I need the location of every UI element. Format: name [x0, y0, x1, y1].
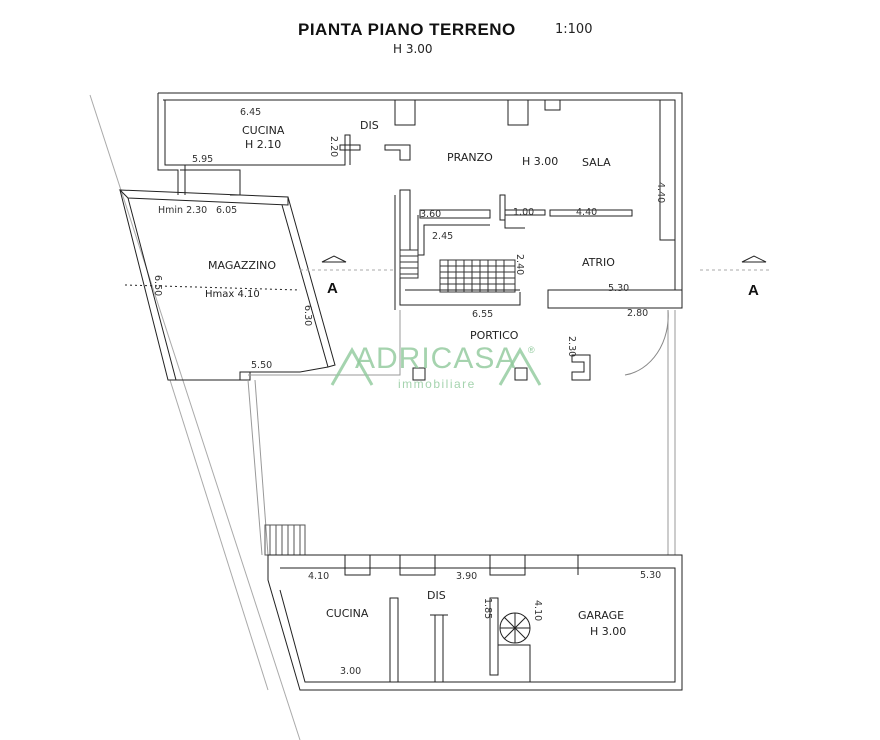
bottom-building-wall: [344, 555, 371, 576]
magazzino-wall: [281, 196, 336, 368]
main-building-outer-wall: [399, 278, 521, 306]
room-label-dis-bottom: DIS: [427, 589, 446, 602]
room-height-garage: H 3.00: [590, 625, 627, 638]
portico-outline: [248, 310, 401, 376]
plan-title: PIANTA PIANO TERRENO: [298, 20, 516, 39]
pranzo-wall: [399, 189, 411, 251]
dimension-label: 2.20: [328, 136, 339, 158]
watermark-brand: ADRICASA: [355, 342, 517, 375]
main-staircase: [399, 249, 516, 293]
plan-height: H 3.00: [393, 42, 433, 56]
dimension-label: 6.55: [472, 309, 494, 320]
dimension-label: 2.80: [627, 308, 649, 319]
cucina-wall: [180, 169, 241, 196]
dimension-label: 3.00: [340, 666, 362, 677]
room-height-magazzino-max: Hmax 4.10: [205, 289, 260, 300]
watermark-logo-icon: [330, 346, 542, 386]
magazzino-section-line: [124, 284, 301, 291]
room-label-garage: GARAGE: [578, 609, 625, 622]
dimension-label: 6.05: [216, 205, 238, 216]
bottom-building-wall: [489, 555, 526, 576]
portico-arc: [624, 309, 669, 376]
room-label-cucina: CUCINA: [242, 124, 285, 137]
bottom-building-outer-wall: [279, 567, 676, 683]
room-label-dis: DIS: [360, 119, 379, 132]
dimension-label: 6.45: [240, 107, 262, 118]
dimension-label: 5.30: [608, 283, 630, 294]
spiral-staircase: [499, 612, 531, 644]
dimension-label: 5.95: [192, 154, 214, 165]
room-label-sala: SALA: [582, 156, 611, 169]
dimension-label: 4.10: [532, 600, 543, 622]
main-building-outer-wall: [157, 93, 179, 195]
site-boundary-line: [169, 379, 269, 691]
bottom-building-wall: [434, 614, 444, 683]
dimension-label: 5.30: [640, 570, 662, 581]
portico-column: [514, 367, 528, 381]
room-label-cucina-bottom: CUCINA: [326, 607, 369, 620]
room-height-magazzino-min: Hmin 2.30: [158, 205, 208, 216]
atrio-wall: [499, 194, 506, 221]
section-line-right: [700, 255, 770, 271]
bottom-building-wall: [498, 644, 531, 682]
room-label-pranzo: PRANZO: [447, 151, 493, 164]
section-mark-right: A: [748, 282, 759, 299]
room-label-atrio: ATRIO: [582, 256, 615, 269]
dimension-label: 5.50: [251, 360, 273, 371]
portico-column: [571, 354, 591, 381]
portico-outline: [247, 379, 263, 556]
cucina-wall: [384, 144, 411, 161]
atrio-wall: [504, 216, 525, 229]
magazzino-wall: [239, 372, 251, 381]
pranzo-wall: [417, 215, 490, 256]
bottom-building-outer-wall: [267, 554, 683, 691]
portico-column: [412, 367, 426, 381]
room-label-portico: PORTICO: [470, 329, 519, 342]
pranzo-wall: [507, 100, 529, 126]
magazzino-wall: [119, 189, 177, 381]
watermark-sub: immobiliare: [398, 377, 476, 391]
magazzino-wall: [118, 189, 289, 206]
main-building-outer-wall: [163, 99, 676, 290]
bottom-building-wall: [399, 555, 436, 576]
pranzo-wall: [419, 209, 491, 219]
pranzo-wall: [544, 100, 561, 111]
bottom-building-wall: [389, 597, 399, 683]
atrio-wall: [549, 209, 633, 217]
dimension-label: 4.40: [576, 207, 598, 218]
dimension-label: 4.10: [308, 571, 330, 582]
cucina-wall: [339, 144, 361, 151]
main-building-outer-wall: [158, 92, 683, 309]
sala-wall: [659, 100, 675, 241]
external-steps: [264, 524, 306, 556]
dimension-label: 6.50: [152, 275, 163, 297]
plan-scale: 1:100: [555, 22, 593, 37]
dimension-label: 2.30: [566, 336, 577, 358]
section-line-left: [300, 255, 395, 271]
dimension-label: 2.40: [514, 254, 525, 276]
section-mark-left: A: [327, 280, 338, 297]
dimension-label: 1.00: [513, 207, 535, 218]
dimension-label: 2.45: [432, 231, 454, 242]
room-label-magazzino: MAGAZZINO: [208, 259, 277, 272]
dis-wall: [394, 100, 416, 126]
dimension-label: 4.40: [655, 182, 666, 204]
dimension-label: 3.60: [420, 209, 442, 220]
dimension-label: 3.90: [456, 571, 478, 582]
dimension-label: 1.85: [482, 598, 493, 620]
room-height-main: H 3.00: [522, 155, 559, 168]
site-boundary-line: [89, 94, 301, 740]
dimension-label: 6.30: [302, 305, 313, 327]
portico-outline: [254, 379, 269, 556]
watermark-registered: ®: [528, 345, 535, 355]
atrio-wall: [504, 209, 546, 216]
room-height-cucina: H 2.10: [245, 138, 282, 151]
bottom-building-wall: [489, 597, 499, 676]
main-building-outer-wall: [164, 100, 186, 195]
